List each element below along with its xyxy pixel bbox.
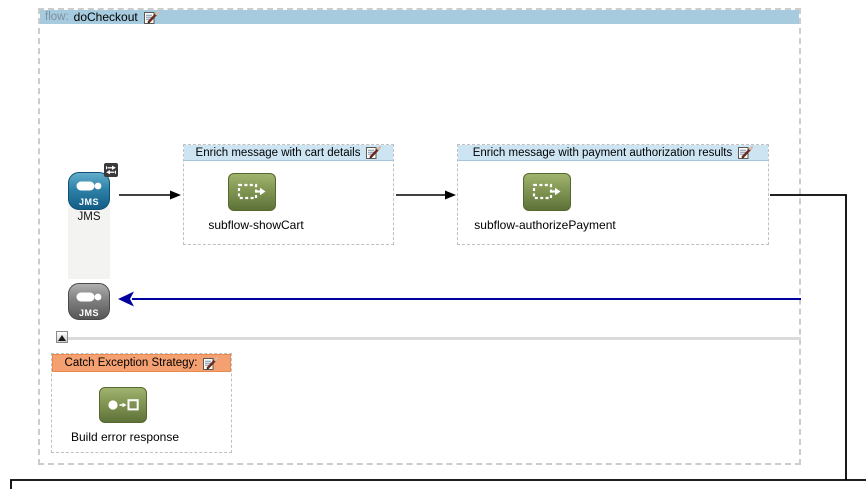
- collapse-response-toggle[interactable]: [56, 331, 68, 343]
- enricher-box-payment[interactable]: Enrich message with payment authorizatio…: [457, 144, 769, 245]
- flow-ref-icon[interactable]: [228, 173, 276, 211]
- message-transform-icon[interactable]: [99, 387, 147, 423]
- collapse-toggle-icon: [58, 335, 66, 341]
- enricher-cart-header[interactable]: Enrich message with cart details: [184, 145, 393, 161]
- jms-response-label: JMS: [78, 308, 99, 318]
- enricher-box-cart[interactable]: Enrich message with cart details subflow…: [183, 144, 394, 245]
- jms-inbound-label: JMS: [78, 197, 99, 207]
- jms-response-endpoint[interactable]: JMS: [68, 283, 110, 320]
- jms-capsule-icon: [76, 178, 102, 196]
- endpoint-lane: [68, 206, 110, 279]
- enricher-payment-header[interactable]: Enrich message with payment authorizatio…: [458, 145, 768, 161]
- response-lane-divider: [67, 337, 801, 340]
- flow-kind-label: flow:: [45, 11, 69, 23]
- catch-exception-header[interactable]: Catch Exception Strategy:: [52, 354, 231, 372]
- two-way-arrows-icon[interactable]: [104, 163, 118, 177]
- endpoint-lane-label: JMS: [77, 211, 101, 223]
- edit-icon[interactable]: [143, 10, 159, 24]
- edit-icon[interactable]: [738, 146, 754, 159]
- catch-exception-title: Catch Exception Strategy:: [64, 357, 198, 369]
- enricher-payment-title: Enrich message with payment authorizatio…: [472, 146, 733, 159]
- processor-label: subflow-authorizePayment: [474, 218, 616, 232]
- processor-label: Build error response: [70, 430, 180, 444]
- flow-header[interactable]: flow: doCheckout: [40, 10, 799, 24]
- edit-icon[interactable]: [203, 356, 219, 370]
- jms-inbound-endpoint[interactable]: JMS: [68, 172, 110, 210]
- flow-name: doCheckout: [73, 10, 138, 24]
- enricher-cart-title: Enrich message with cart details: [195, 146, 361, 159]
- catch-exception-strategy-box[interactable]: Catch Exception Strategy: Build error re…: [51, 353, 232, 453]
- edit-icon[interactable]: [366, 146, 382, 159]
- jms-capsule-icon: [76, 289, 102, 307]
- flow-ref-icon[interactable]: [523, 173, 571, 211]
- next-row-border: [10, 479, 866, 489]
- processor-label: subflow-showCart: [208, 218, 304, 232]
